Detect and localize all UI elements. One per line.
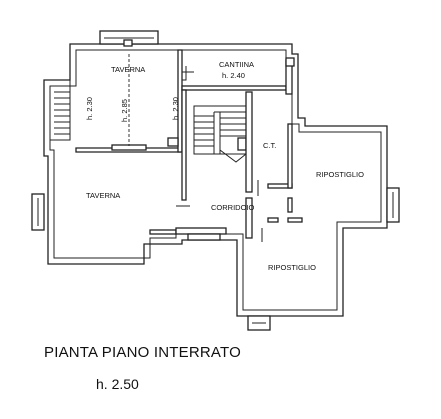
plan-title: PIANTA PIANO INTERRATO xyxy=(44,344,241,361)
label-corridoio: CORRIDOIO xyxy=(211,203,255,212)
label-ripostiglio-bottom: RIPOSTIGLIO xyxy=(268,263,316,272)
floor-plan: TAVERNA CANTIINA h. 2.40 h. 2.30 h. 2.85… xyxy=(31,30,400,331)
label-height-1: h. 2.30 xyxy=(85,97,94,120)
label-height-2: h. 2.85 xyxy=(120,99,129,122)
label-height-3: h. 2.30 xyxy=(171,97,180,120)
label-taverna-top: TAVERNA xyxy=(111,65,145,74)
stair-left xyxy=(44,79,71,141)
inner-wall xyxy=(49,49,382,311)
label-cantina-height: h. 2.40 xyxy=(222,71,245,80)
label-ripostiglio-right: RIPOSTIGLIO xyxy=(316,170,364,179)
label-taverna-left: TAVERNA xyxy=(86,191,120,200)
label-ct: C.T. xyxy=(263,141,276,150)
outer-wall xyxy=(43,43,388,317)
floor-height: h. 2.50 xyxy=(96,376,139,392)
label-cantina: CANTIINA xyxy=(219,60,254,69)
